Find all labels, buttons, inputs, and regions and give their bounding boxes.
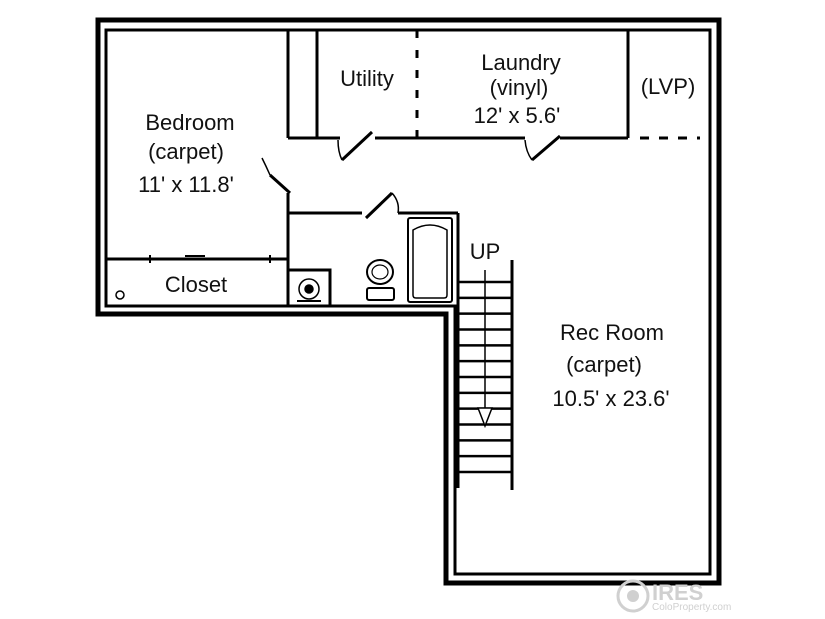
rec-room-name: Rec Room (560, 320, 664, 345)
laundry-name: Laundry (481, 50, 561, 75)
watermark: IRES ColoProperty.com (616, 579, 731, 613)
bathtub-icon (407, 217, 453, 303)
bedroom-floor: (carpet) (148, 139, 224, 164)
laundry-door (524, 134, 561, 162)
utility-door (337, 130, 374, 162)
closet-rod-icon (115, 290, 125, 300)
bedroom-size: 11' x 11.8' (138, 172, 234, 197)
rec-room-size: 10.5' x 23.6' (552, 386, 669, 411)
toilet-icon (366, 259, 395, 301)
outer-walls (95, 17, 722, 586)
bathroom-door (364, 191, 400, 220)
bedroom-name: Bedroom (145, 110, 234, 135)
bedroom-door (261, 157, 292, 195)
watermark-brand: IRES (652, 580, 703, 605)
utility-name: Utility (340, 66, 394, 91)
laundry-size: 12' x 5.6' (474, 103, 561, 128)
water-heater-icon (297, 278, 321, 302)
laundry-floor: (vinyl) (490, 75, 549, 100)
rec-room-floor: (carpet) (566, 352, 642, 377)
closet-name: Closet (165, 272, 227, 297)
stair-arrow-head (476, 407, 494, 429)
watermark-site: ColoProperty.com (652, 602, 731, 613)
ires-logo-icon (616, 579, 650, 613)
stairs (456, 260, 514, 490)
closet-sliding-door (149, 255, 271, 263)
stairs-up-label: UP (470, 239, 501, 264)
doors (261, 130, 561, 220)
room-labels: Bedroom (carpet) 11' x 11.8' Utility Lau… (138, 50, 695, 411)
lvp-name: (LVP) (641, 74, 696, 99)
